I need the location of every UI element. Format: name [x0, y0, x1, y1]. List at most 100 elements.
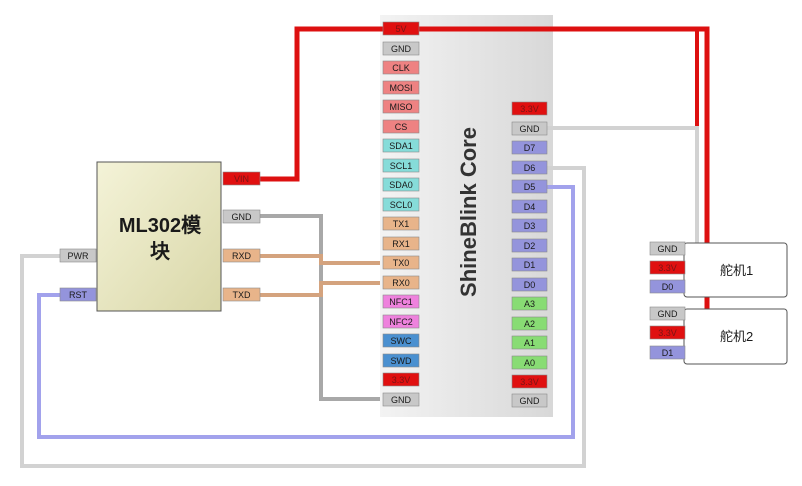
pin-d2	[511, 238, 548, 253]
servo2-label: 舵机2	[720, 329, 753, 344]
pin-scl0-label: SCL0	[390, 200, 413, 210]
servo1-pin-d0	[649, 279, 686, 294]
pin-3v3-left-label: 3.3V	[392, 375, 411, 385]
pin-swd-label: SWD	[391, 356, 412, 366]
pin-a1	[511, 335, 548, 350]
pin-nfc2-label: NFC2	[389, 317, 413, 327]
module-pin-rxd	[222, 248, 261, 263]
module-pin-gnd	[222, 209, 261, 224]
module-pin-vin	[222, 171, 261, 186]
pin-gnd-right-bottom	[511, 393, 548, 408]
pin-swc-label: SWC	[391, 336, 412, 346]
pin-3v3-bottom	[511, 374, 548, 389]
pin-d0	[511, 277, 548, 292]
module-pin-pwr-label: PWR	[68, 251, 89, 261]
board-right-pins: 3.3V GND D7 D6 D5 D4 D3 D2 D1 D0 A3 A2 A…	[511, 101, 548, 408]
pin-sda0	[382, 177, 420, 192]
pin-3v3-bottom-label: 3.3V	[520, 377, 539, 387]
pin-d7-label: D7	[524, 143, 536, 153]
pin-sda1	[382, 138, 420, 153]
wire-gnd-module-board	[260, 214, 380, 401]
wire-rxd-tx0	[260, 254, 380, 265]
pin-gnd-bottom	[382, 392, 420, 407]
pin-scl0	[382, 197, 420, 212]
pin-gnd-bottom-label: GND	[391, 395, 412, 405]
wire-d5-rst	[37, 185, 575, 439]
module-pin-vin-label: VIN	[234, 174, 249, 184]
pin-swc	[382, 333, 420, 348]
pin-d7	[511, 140, 548, 155]
board-left-pins: 5V GND CLK MOSI MISO CS SDA1 SCL1 SDA0 S…	[382, 21, 420, 407]
pin-rx1	[382, 236, 420, 251]
pin-d3	[511, 218, 548, 233]
wire-servo1-power	[680, 29, 699, 269]
pin-a3-label: A3	[524, 299, 535, 309]
module-pin-gnd-label: GND	[232, 212, 253, 222]
servo2-pin-3v3-label: 3.3V	[658, 328, 677, 338]
pin-5v	[382, 21, 420, 36]
module-right-pins: VIN GND RXD TXD	[222, 171, 261, 302]
pin-tx0-label: TX0	[393, 258, 410, 268]
pin-d0-label: D0	[524, 280, 536, 290]
module-title-line2: 块	[150, 240, 171, 263]
pin-3v3-top-label: 3.3V	[520, 104, 539, 114]
pin-a1-label: A1	[524, 338, 535, 348]
pin-nfc1	[382, 294, 420, 309]
servo2-pins: GND 3.3V D1	[649, 306, 686, 360]
pin-d1-label: D1	[524, 260, 536, 270]
pin-3v3-top	[511, 101, 548, 116]
servo2-pin-gnd-label: GND	[658, 309, 679, 319]
module-title-line1: ML302模	[119, 213, 202, 237]
servo1-pin-3v3	[649, 260, 686, 275]
pin-a2	[511, 316, 548, 331]
module-pin-rst	[59, 287, 97, 302]
servo1-label: 舵机1	[720, 263, 753, 278]
servo2-pin-gnd	[649, 306, 686, 321]
pin-mosi	[382, 80, 420, 95]
pin-d2-label: D2	[524, 241, 536, 251]
pin-tx1-label: TX1	[393, 219, 410, 229]
pin-a0	[511, 355, 548, 370]
servo1-pin-gnd-label: GND	[658, 244, 679, 254]
pin-d1	[511, 257, 548, 272]
ml302-module	[96, 161, 222, 312]
pin-sda0-label: SDA0	[389, 180, 413, 190]
pin-nfc2	[382, 314, 420, 329]
servo1-pin-3v3-label: 3.3V	[658, 263, 677, 273]
pin-d4-label: D4	[524, 202, 536, 212]
pin-gnd-top	[382, 41, 420, 56]
module-pin-txd-label: TXD	[233, 290, 252, 300]
pin-sda1-label: SDA1	[389, 141, 413, 151]
pin-clk	[382, 60, 420, 75]
pin-rx1-label: RX1	[392, 239, 410, 249]
pin-nfc1-label: NFC1	[389, 297, 413, 307]
pin-a0-label: A0	[524, 358, 535, 368]
pin-3v3-left	[382, 372, 420, 387]
pin-a2-label: A2	[524, 319, 535, 329]
pin-5v-label: 5V	[395, 24, 406, 34]
module-pin-txd	[222, 287, 261, 302]
pin-clk-label: CLK	[392, 63, 410, 73]
pin-gnd-right-bottom-label: GND	[520, 396, 541, 406]
servo2-pin-3v3	[649, 325, 686, 340]
servo2-pin-d1-label: D1	[662, 348, 674, 358]
pin-mosi-label: MOSI	[389, 83, 412, 93]
pin-cs	[382, 119, 420, 134]
servo1-pins: GND 3.3V D0	[649, 241, 686, 294]
servo2-pin-d1	[649, 345, 686, 360]
pin-d6	[511, 160, 548, 175]
pin-rx0-label: RX0	[392, 278, 410, 288]
pin-d3-label: D3	[524, 221, 536, 231]
pin-gnd-top-label: GND	[391, 44, 412, 54]
pin-a3	[511, 296, 548, 311]
pin-cs-label: CS	[395, 122, 408, 132]
pin-gnd-right	[511, 121, 548, 136]
pin-gnd-right-label: GND	[520, 124, 541, 134]
module-pin-rst-label: RST	[69, 290, 88, 300]
pin-tx0	[382, 255, 420, 270]
pin-d5-label: D5	[524, 182, 536, 192]
pin-miso-label: MISO	[389, 102, 412, 112]
module-pin-rxd-label: RXD	[232, 251, 252, 261]
pin-d6-label: D6	[524, 163, 536, 173]
